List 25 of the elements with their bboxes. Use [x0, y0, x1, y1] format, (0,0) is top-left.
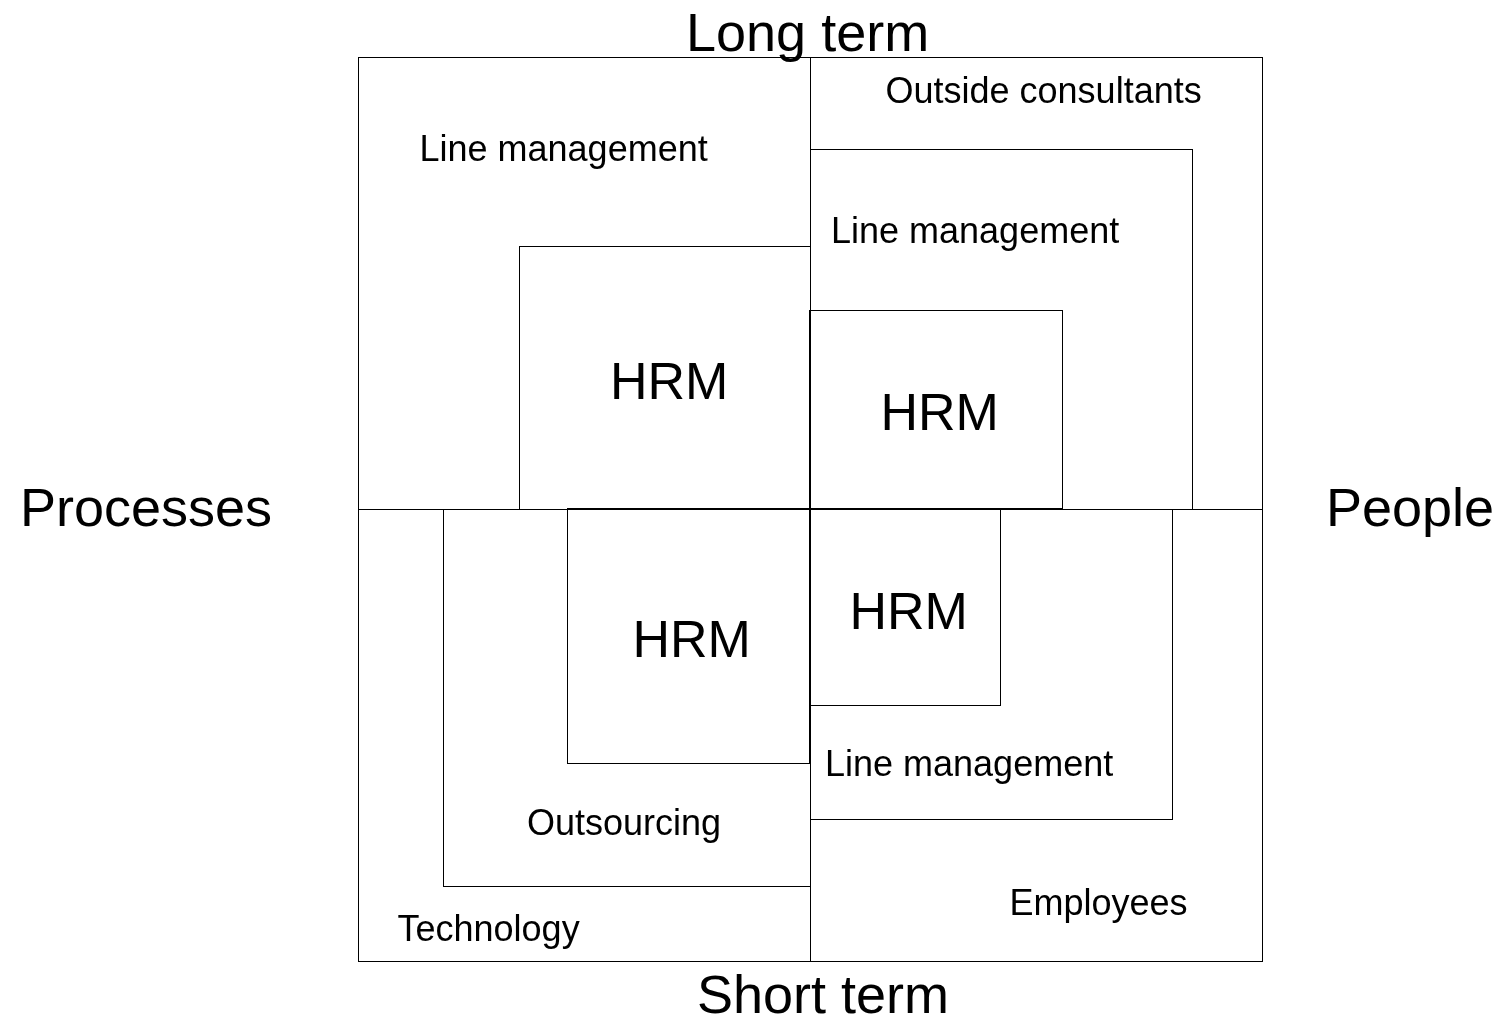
- box-label: HRM: [610, 354, 729, 407]
- inner-box: [567, 508, 810, 764]
- inner-box: [809, 148, 1193, 510]
- box-label: Outside consultants: [885, 72, 1202, 109]
- inner-box: [809, 508, 1173, 820]
- box-label: HRM: [632, 613, 751, 666]
- axis-label: Short term: [697, 967, 950, 1021]
- inner-box: [809, 508, 1001, 706]
- box-label: Technology: [397, 910, 580, 947]
- inner-box: [809, 310, 1063, 509]
- quadrant-panel: [810, 57, 1263, 510]
- box-label: HRM: [880, 386, 999, 439]
- box-label: Line management: [825, 746, 1114, 783]
- inner-box: [442, 508, 811, 887]
- box-label: Employees: [1009, 884, 1188, 921]
- axis-label: Processes: [20, 480, 273, 535]
- inner-box: [518, 245, 811, 510]
- quadrant-panel: [810, 509, 1263, 962]
- axis-label: Long term: [686, 5, 930, 60]
- axis-label: People: [1326, 480, 1495, 535]
- box-label: Line management: [831, 213, 1120, 250]
- box-label: HRM: [849, 585, 968, 638]
- box-label: Line management: [419, 130, 708, 167]
- quadrant-panel: [358, 509, 811, 962]
- box-label: Outsourcing: [527, 805, 722, 842]
